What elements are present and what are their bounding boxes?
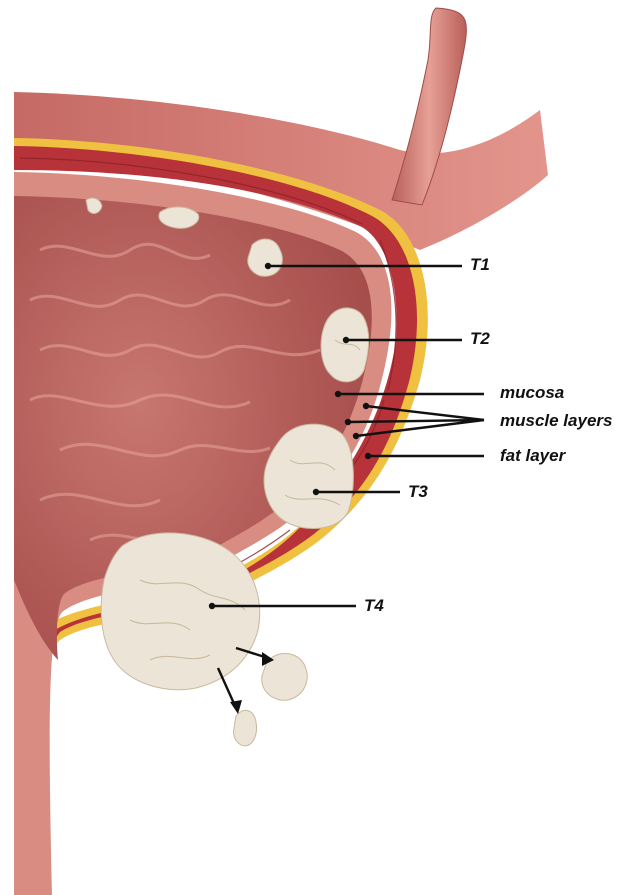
tumor-t1 [248,239,283,276]
metastasis-fragment-lower [234,710,257,746]
tumor-t4 [101,533,260,690]
label-t3: T3 [408,483,428,500]
label-fat-layer: fat layer [500,447,565,464]
label-mucosa: mucosa [500,384,564,401]
label-muscle-layers: muscle layers [500,412,612,429]
tumor-t2 [321,308,369,382]
label-t1: T1 [470,256,490,273]
label-t4: T4 [364,597,384,614]
label-t2: T2 [470,330,490,347]
